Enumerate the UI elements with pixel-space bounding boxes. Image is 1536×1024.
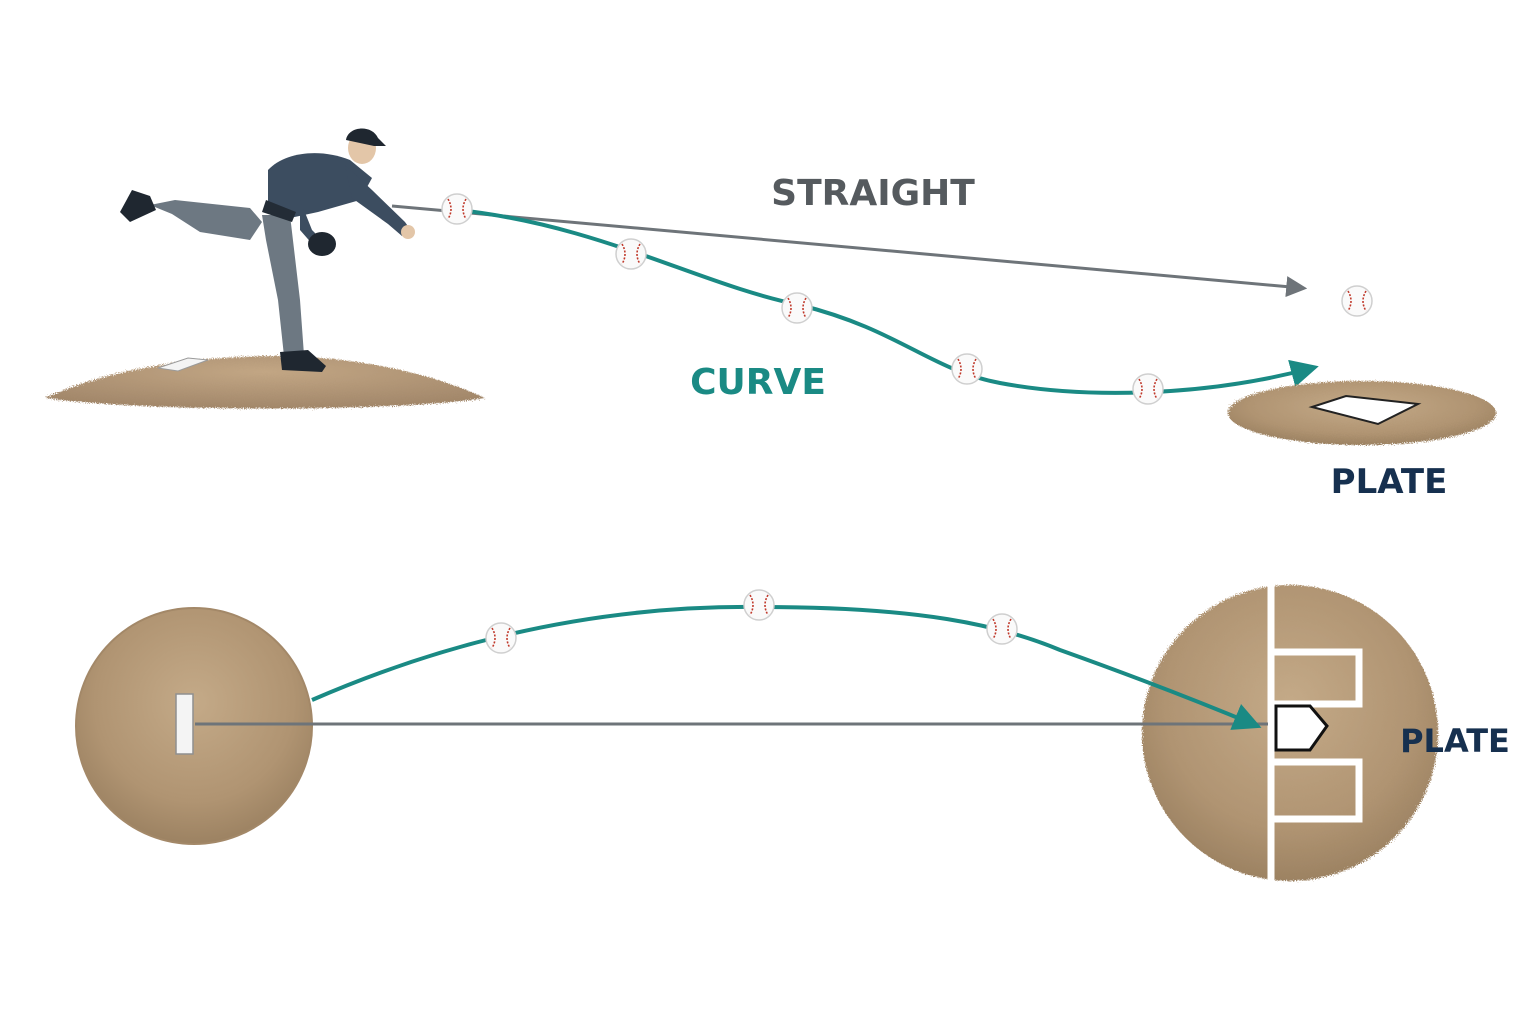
side-view: STRAIGHT CURVE PLATE xyxy=(45,128,1496,502)
baseball-icon xyxy=(1341,285,1373,317)
baseball-icon xyxy=(951,353,983,385)
pitching-rubber-top xyxy=(175,693,194,755)
batters-box-upper xyxy=(1267,648,1363,708)
pitchers-mound-top xyxy=(75,607,313,845)
baseball-icon xyxy=(1132,373,1164,405)
baseball-icon xyxy=(986,613,1018,645)
home-plate-icon xyxy=(1308,394,1422,426)
curve-label: CURVE xyxy=(690,362,826,403)
baseball-icon xyxy=(615,238,647,270)
top-view: PLATE xyxy=(75,582,1510,884)
baseball-icon xyxy=(781,292,813,324)
plate-label-side: PLATE xyxy=(1331,462,1448,502)
pitcher-figure xyxy=(120,128,415,372)
curve-path xyxy=(457,208,1319,395)
straight-label: STRAIGHT xyxy=(771,173,975,214)
baseball-icon xyxy=(485,622,517,654)
baseball-icon xyxy=(743,589,775,621)
baseball-icon xyxy=(441,193,473,225)
curve-path-top xyxy=(311,604,1262,730)
home-plate-icon xyxy=(1274,704,1329,752)
straight-path xyxy=(391,204,1308,298)
pitchers-mound xyxy=(45,356,485,409)
batters-box-lower xyxy=(1267,758,1363,823)
plate-label-top: PLATE xyxy=(1400,722,1510,760)
pitching-rubber xyxy=(157,357,209,372)
